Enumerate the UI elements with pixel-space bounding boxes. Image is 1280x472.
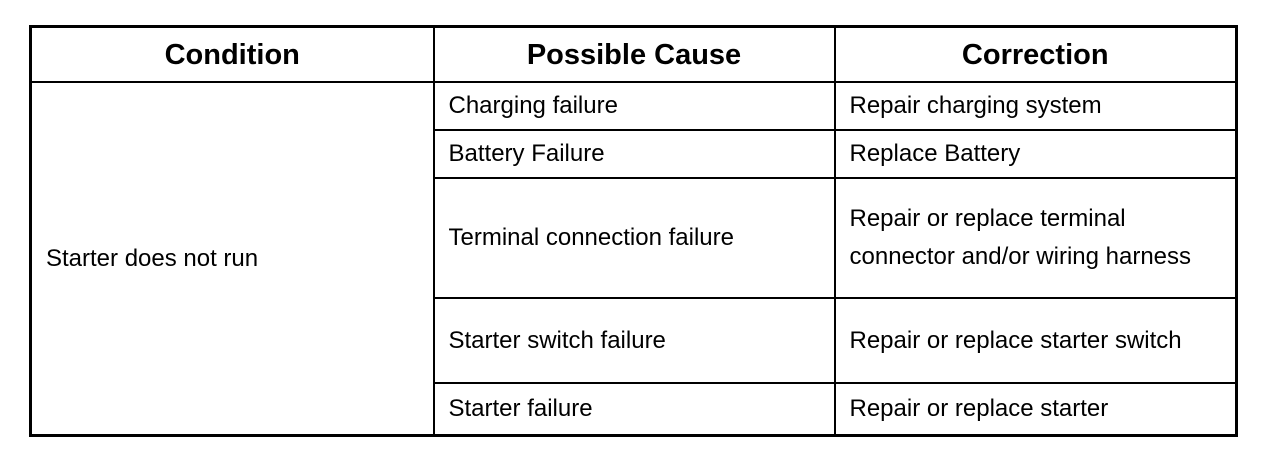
table-row: Starter switch failure Repair or replace… bbox=[31, 297, 1238, 384]
cause-cell: Starter switch failure bbox=[432, 297, 836, 384]
table-row: Starter failure Repair or replace starte… bbox=[31, 382, 1238, 437]
correction-cell: Repair or replace terminal connector and… bbox=[833, 177, 1238, 299]
header-condition: Condition bbox=[29, 25, 435, 83]
condition-cell: Starter does not run bbox=[29, 81, 435, 437]
table-row: Terminal connection failure Repair or re… bbox=[31, 177, 1238, 299]
correction-cell: Replace Battery bbox=[833, 129, 1238, 179]
table-row: Battery Failure Replace Battery bbox=[31, 129, 1238, 179]
correction-cell: Repair or replace starter switch bbox=[833, 297, 1238, 384]
header-correction: Correction bbox=[833, 25, 1238, 83]
troubleshooting-table: Condition Possible Cause Correction Star… bbox=[29, 25, 1238, 437]
header-row: Condition Possible Cause Correction bbox=[29, 25, 1238, 83]
correction-cell: Repair charging system bbox=[833, 81, 1238, 131]
table-row: Starter does not run Charging failure Re… bbox=[29, 81, 1238, 437]
header-possible-cause: Possible Cause bbox=[432, 25, 836, 83]
cause-cell: Starter failure bbox=[432, 382, 836, 437]
cause-cell: Terminal connection failure bbox=[432, 177, 836, 299]
correction-cell: Repair or replace starter bbox=[833, 382, 1238, 437]
cause-cell: Charging failure bbox=[432, 81, 836, 131]
cause-cell: Battery Failure bbox=[432, 129, 836, 179]
